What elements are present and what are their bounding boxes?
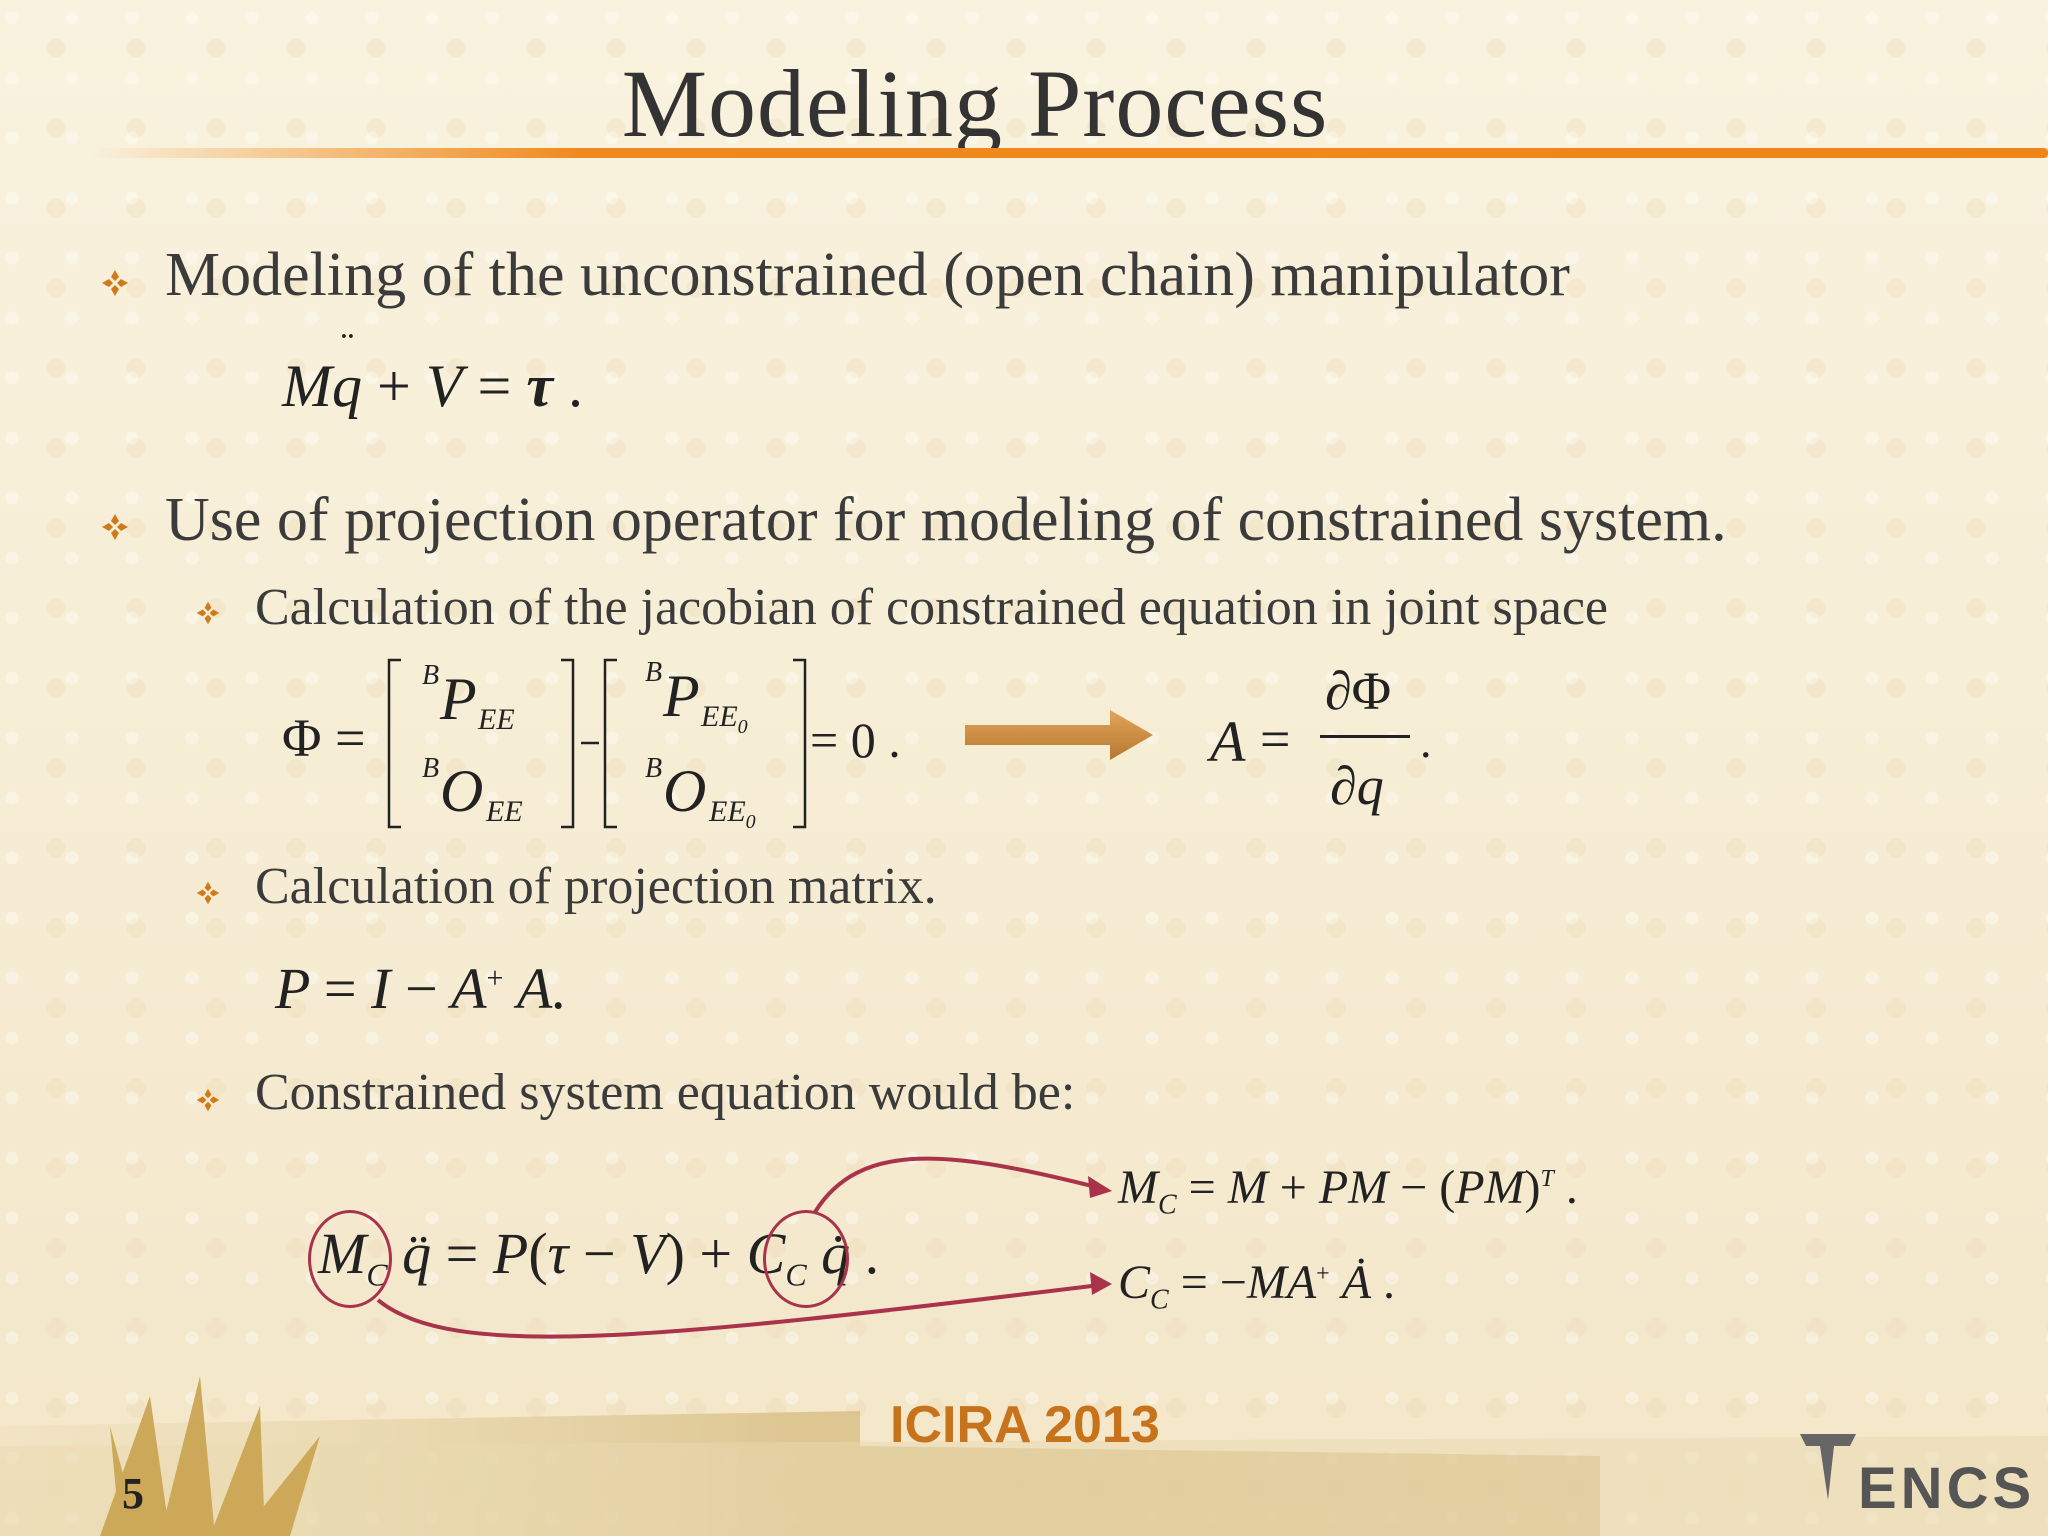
footer-band [0, 1376, 2048, 1536]
subbullet-text-jacobian: Calculation of the jacobian of constrain… [255, 579, 1609, 636]
equation-cc-definition: CC = −MA+ Ȧ . [1118, 1256, 1396, 1316]
subbullet-text-projection-matrix: Calculation of projection matrix. [255, 858, 937, 915]
footer-conference-label: ICIRA 2013 [890, 1396, 1160, 1454]
annotation-circle-mc [308, 1210, 392, 1308]
logo-text: ENCS [1858, 1456, 2036, 1521]
bullet-icon [196, 881, 220, 905]
equation-projection-matrix: P = I − A+ A. [275, 956, 567, 1021]
equation-mc-definition: MC = M + PM − (PM)T . [1118, 1161, 1578, 1221]
equation-unconstrained: Mq̈ + V = τ . [282, 353, 583, 419]
bullet-icon [196, 1088, 220, 1112]
bullet-text-projection: Use of projection operator for modeling … [165, 486, 1727, 554]
encs-logo-icon [1800, 1434, 1856, 1500]
bullet-icon [102, 270, 128, 296]
bullet-text-unconstrained: Modeling of the unconstrained (open chai… [165, 241, 1570, 309]
page-number: 5 [122, 1469, 144, 1518]
equation-jacobian: A = ∂Φ ∂q . [1210, 661, 1432, 816]
equation-constraint: Φ = B P EE B O EE B P EE0 B O EE0 = 0 . [282, 657, 901, 833]
bullet-icon [196, 601, 220, 625]
bullet-icon [102, 514, 128, 540]
slide-title: Modeling Process [621, 50, 1329, 157]
annotation-circle-cc [763, 1210, 849, 1308]
title-underline [90, 148, 2048, 158]
right-arrow-icon [965, 710, 1153, 760]
subbullet-text-constrained-eq: Constrained system equation would be: [255, 1064, 1076, 1121]
